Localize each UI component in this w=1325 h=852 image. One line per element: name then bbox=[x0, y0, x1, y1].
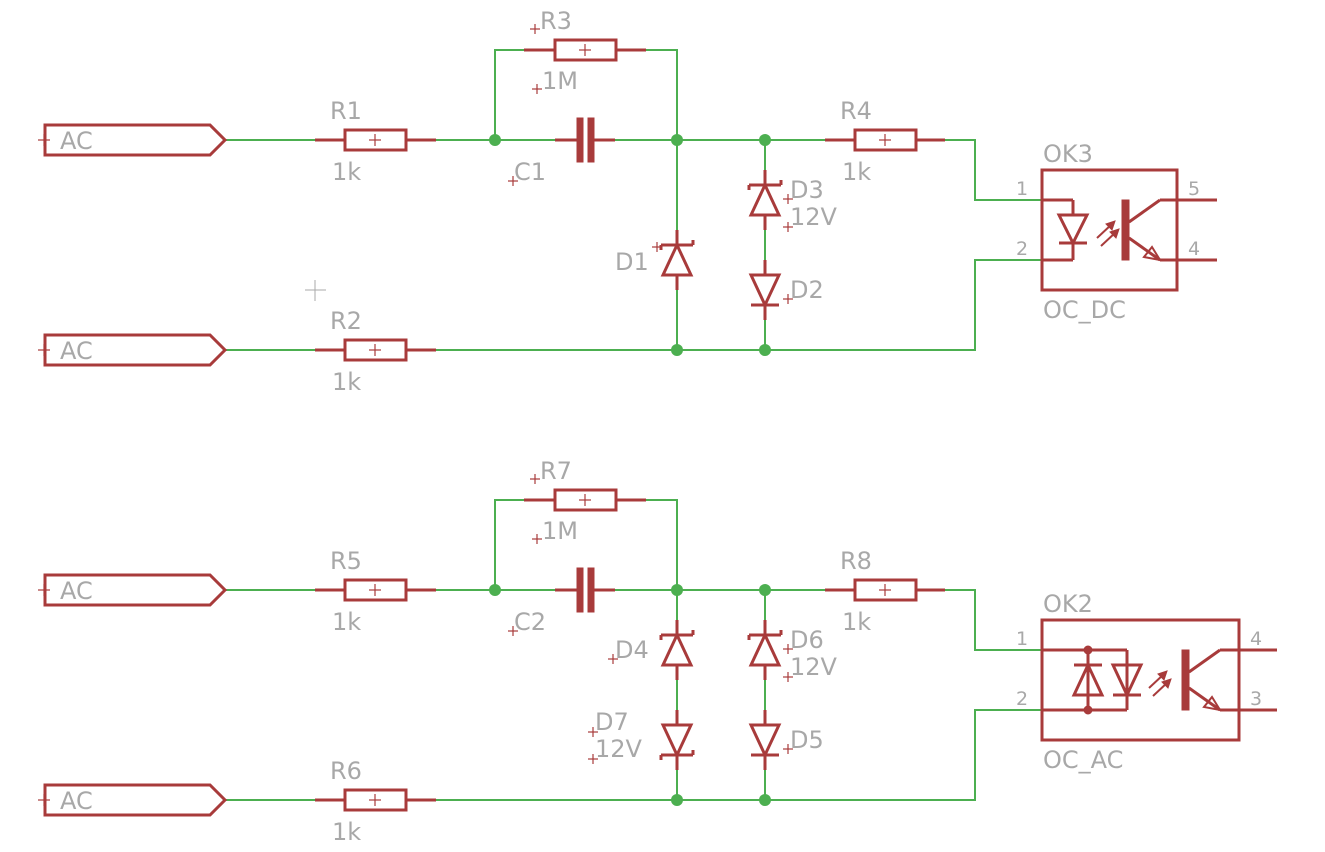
resistor-r2[interactable]: R2 1k bbox=[315, 307, 436, 396]
ac-port-label: AC bbox=[60, 127, 93, 155]
pin-label: 2 bbox=[1016, 238, 1028, 260]
resistor-value: 1k bbox=[332, 158, 361, 186]
diode-name: D2 bbox=[790, 276, 824, 304]
resistor-value: 1k bbox=[332, 608, 361, 636]
diode-name: D7 bbox=[595, 708, 629, 736]
junction-dot bbox=[759, 344, 771, 356]
resistor-name: R1 bbox=[330, 97, 362, 125]
ac-port-4[interactable]: AC bbox=[38, 783, 228, 817]
resistor-value: 1k bbox=[842, 608, 871, 636]
diode-name: D1 bbox=[615, 248, 649, 276]
junction-dot bbox=[671, 584, 683, 596]
ac-port-label: AC bbox=[60, 787, 93, 815]
diode-d7[interactable]: D7 12V bbox=[588, 708, 695, 770]
pin-label: 1 bbox=[1016, 178, 1028, 200]
optocoupler-name: OK3 bbox=[1043, 140, 1093, 168]
diode-value: 12V bbox=[790, 653, 838, 681]
ac-port-2[interactable]: AC bbox=[38, 333, 228, 367]
resistor-r1[interactable]: R1 1k bbox=[315, 97, 436, 186]
junction-dot bbox=[759, 584, 771, 596]
ac-port-label: AC bbox=[60, 337, 93, 365]
diode-name: D6 bbox=[790, 626, 824, 654]
diode-d6[interactable]: D6 12V bbox=[747, 620, 838, 682]
diode-value: 12V bbox=[790, 203, 838, 231]
wires-bottom-circuit bbox=[226, 499, 1042, 801]
resistor-name: R5 bbox=[330, 547, 362, 575]
diode-d1[interactable]: D1 bbox=[615, 230, 695, 290]
optocoupler-ok3[interactable]: OK3 OC_DC 1 2 5 4 bbox=[1016, 140, 1217, 324]
resistor-name: R4 bbox=[840, 97, 872, 125]
pin-label: 2 bbox=[1016, 688, 1028, 710]
resistor-value: 1M bbox=[542, 67, 578, 95]
diode-d5[interactable]: D5 bbox=[748, 710, 824, 770]
capacitor-c1[interactable]: C1 bbox=[508, 117, 615, 186]
capacitor-name: C1 bbox=[514, 158, 546, 186]
ac-port-3[interactable]: AC bbox=[38, 573, 228, 607]
diode-name: D4 bbox=[615, 636, 649, 664]
junction-dot bbox=[489, 584, 501, 596]
resistor-value: 1k bbox=[332, 368, 361, 396]
resistor-r4[interactable]: R4 1k bbox=[825, 97, 945, 186]
optocoupler-value: OC_DC bbox=[1043, 296, 1126, 324]
diode-d2[interactable]: D2 bbox=[748, 260, 824, 320]
resistor-name: R6 bbox=[330, 757, 362, 785]
resistor-r5[interactable]: R5 1k bbox=[315, 547, 436, 636]
resistor-name: R3 bbox=[540, 7, 572, 35]
junction-dot bbox=[671, 134, 683, 146]
capacitor-name: C2 bbox=[514, 608, 546, 636]
resistor-value: 1M bbox=[542, 517, 578, 545]
resistor-r7[interactable]: R7 1M bbox=[524, 457, 646, 545]
wires-top-circuit bbox=[226, 49, 1042, 351]
diode-name: D5 bbox=[790, 726, 824, 754]
resistor-name: R2 bbox=[330, 307, 362, 335]
resistor-r8[interactable]: R8 1k bbox=[825, 547, 945, 636]
junction-dot bbox=[671, 344, 683, 356]
diode-d4[interactable]: D4 bbox=[608, 620, 695, 680]
pin-label: 1 bbox=[1016, 628, 1028, 650]
junction-dot bbox=[759, 794, 771, 806]
optocoupler-ok2[interactable]: OK2 OC_AC 1 2 4 3 bbox=[1016, 590, 1277, 774]
origin-marker bbox=[305, 280, 326, 301]
resistor-name: R8 bbox=[840, 547, 872, 575]
resistor-r6[interactable]: R6 1k bbox=[315, 757, 436, 846]
junctions bbox=[489, 134, 771, 806]
resistor-value: 1k bbox=[842, 158, 871, 186]
pin-label: 4 bbox=[1250, 628, 1262, 650]
optocoupler-value: OC_AC bbox=[1043, 746, 1123, 774]
ac-port-label: AC bbox=[60, 577, 93, 605]
capacitor-c2[interactable]: C2 bbox=[508, 567, 615, 636]
pin-label: 5 bbox=[1188, 178, 1200, 200]
junction-dot bbox=[671, 794, 683, 806]
resistor-r3[interactable]: R3 1M bbox=[524, 7, 646, 95]
pin-label: 3 bbox=[1250, 688, 1262, 710]
resistor-name: R7 bbox=[540, 457, 572, 485]
junction-dot bbox=[489, 134, 501, 146]
pin-label: 4 bbox=[1188, 238, 1200, 260]
diode-value: 12V bbox=[595, 735, 643, 763]
diode-name: D3 bbox=[790, 176, 824, 204]
junction-dot bbox=[759, 134, 771, 146]
diode-d3[interactable]: D3 12V bbox=[747, 170, 838, 232]
resistor-value: 1k bbox=[332, 818, 361, 846]
ac-port-1[interactable]: AC bbox=[38, 123, 228, 157]
optocoupler-name: OK2 bbox=[1043, 590, 1093, 618]
